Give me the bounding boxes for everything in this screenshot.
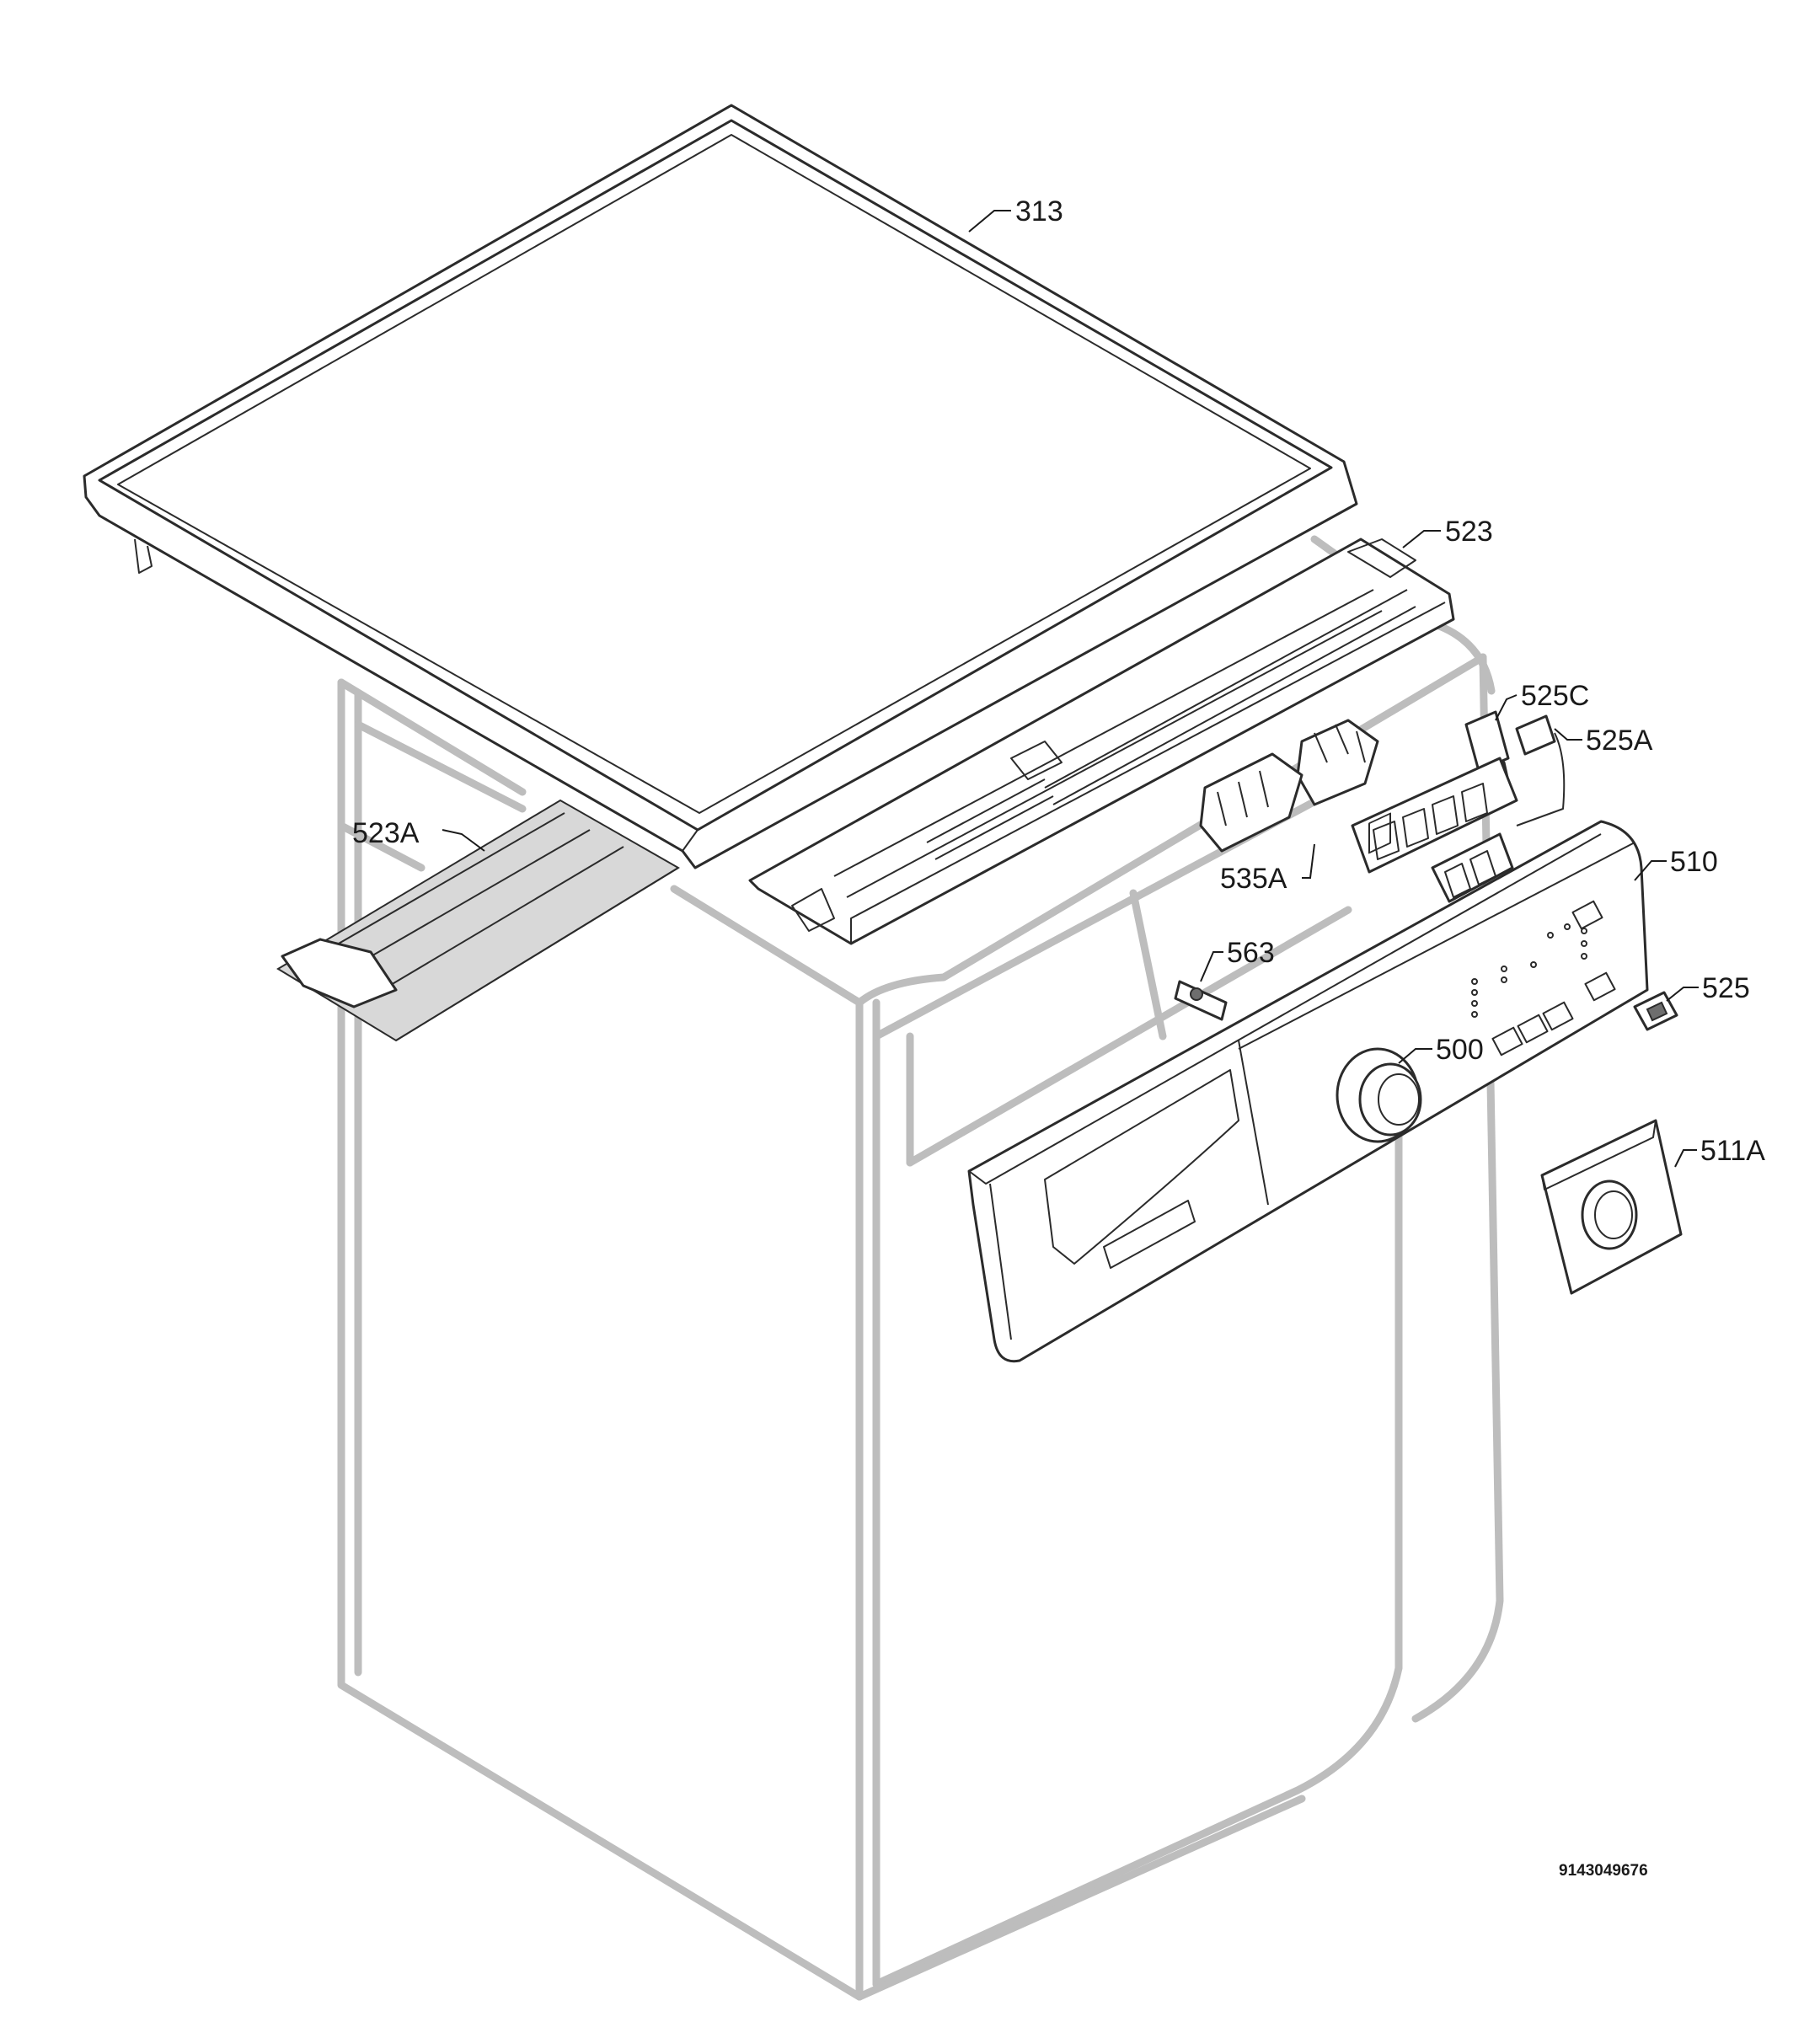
callout-523a: 523A <box>352 817 420 849</box>
callout-525a: 525A <box>1586 725 1653 757</box>
part-313-worktop <box>83 104 1358 869</box>
callout-535a: 535A <box>1220 863 1287 895</box>
leader-535a <box>1302 843 1315 879</box>
leader-313 <box>968 210 1011 233</box>
callout-510: 510 <box>1670 846 1718 878</box>
leader-523a <box>442 829 485 852</box>
leader-lines <box>442 210 1699 1168</box>
leader-563 <box>1200 951 1223 982</box>
leader-525 <box>1666 987 1699 1002</box>
callout-511a: 511A <box>1700 1135 1765 1167</box>
callout-523: 523 <box>1445 516 1493 548</box>
document-number: 9143049676 <box>1559 1862 1648 1880</box>
part-523-rail <box>748 538 1455 945</box>
part-563-pin <box>1174 980 1228 1021</box>
callout-525c: 525C <box>1521 680 1589 712</box>
leader-523 <box>1402 530 1441 548</box>
part-510-control-panel <box>967 820 1649 1363</box>
part-525a-switch <box>1351 714 1566 903</box>
leader-510 <box>1634 860 1667 881</box>
callout-500: 500 <box>1436 1034 1484 1066</box>
callout-labels: 313 523 523A 525C 525A 535A 510 563 525 … <box>352 195 1765 1167</box>
part-535a-board <box>1199 719 1379 853</box>
leader-525a <box>1554 728 1582 741</box>
leader-525c <box>1495 694 1518 721</box>
part-525-switch <box>1633 991 1678 1031</box>
callout-563: 563 <box>1227 937 1275 969</box>
part-523a-rail <box>276 799 680 1042</box>
leader-500 <box>1398 1048 1432 1064</box>
callout-525: 525 <box>1702 972 1750 1004</box>
part-500-knob <box>1336 1047 1422 1143</box>
leader-511a <box>1674 1149 1697 1168</box>
callout-313: 313 <box>1015 195 1063 227</box>
part-511a-plate <box>1540 1119 1683 1295</box>
